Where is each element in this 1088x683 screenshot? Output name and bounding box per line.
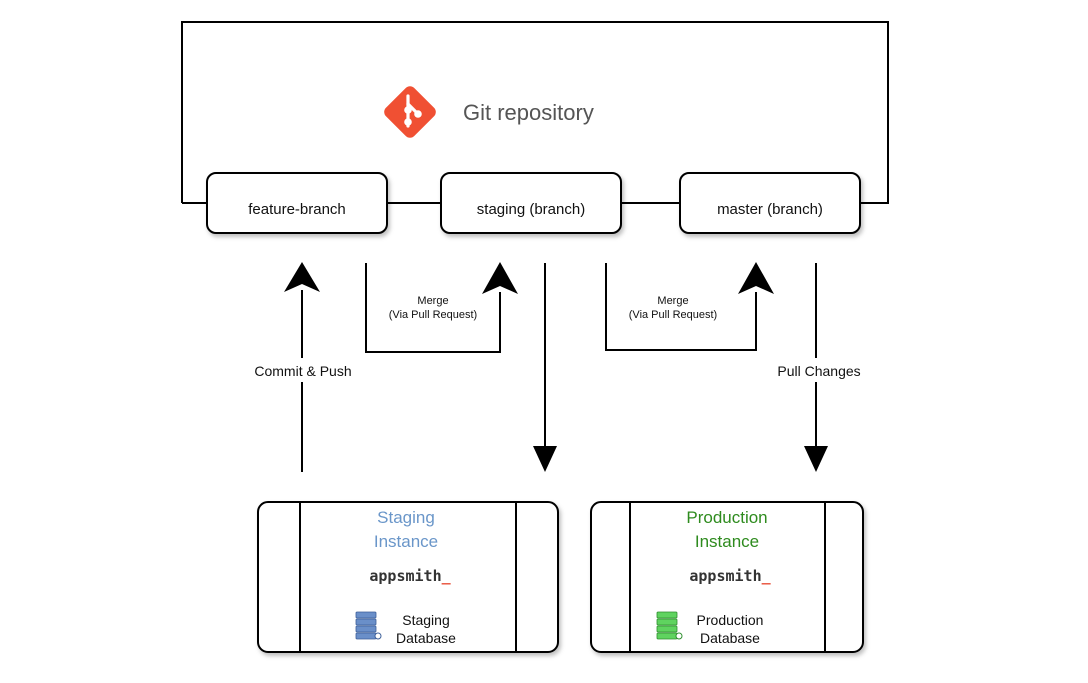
merge-label-2-line2: (Via Pull Request) (629, 309, 717, 321)
pull-changes-arrow (804, 263, 828, 472)
staging-appsmith-logo: appsmith_ (369, 567, 451, 585)
git-logo-icon (384, 86, 436, 138)
staging-instance[interactable] (257, 501, 559, 653)
staging-db-label-line2: Database (396, 630, 456, 646)
merge-arrow-feature-to-staging (365, 262, 518, 353)
branch-feature[interactable]: feature-branch (206, 172, 388, 234)
git-repository-container (181, 21, 889, 204)
branch-master-label: master (branch) (717, 201, 823, 218)
database-server-icon (656, 611, 683, 640)
merge-label-2-line1: Merge (657, 295, 688, 307)
staging-instance-title-line2: Instance (374, 532, 438, 551)
merge-label-1-line2: (Via Pull Request) (389, 309, 477, 321)
production-db-label-line2: Database (700, 630, 760, 646)
pull-changes-label: Pull Changes (777, 363, 860, 379)
database-server-icon (355, 611, 382, 640)
production-appsmith-underscore: _ (762, 567, 772, 585)
staging-db-label-line1: Staging (402, 612, 449, 628)
branch-staging-label: staging (branch) (477, 201, 585, 218)
staging-instance-title-line1: Staging (377, 508, 435, 527)
commit-push-label: Commit & Push (254, 363, 351, 379)
merge-label-1-line1: Merge (417, 295, 448, 307)
branch-staging[interactable]: staging (branch) (440, 172, 622, 234)
merge-arrow-staging-to-master (605, 262, 774, 351)
production-appsmith-logo: appsmith_ (689, 567, 771, 585)
production-db-label-line1: Production (697, 612, 764, 628)
deploy-arrow-staging (533, 263, 557, 472)
branch-master[interactable]: master (branch) (679, 172, 861, 234)
branch-feature-label: feature-branch (248, 201, 346, 218)
staging-appsmith-underscore: _ (442, 567, 452, 585)
production-instance-title-line1: Production (686, 508, 767, 527)
repository-title: Git repository (463, 100, 594, 125)
production-instance-title-line2: Instance (695, 532, 759, 551)
